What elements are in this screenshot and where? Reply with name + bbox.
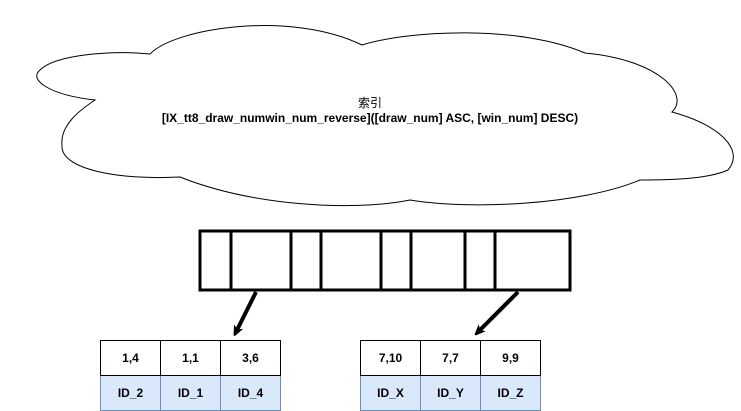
leaf-key-cell: 1,1 — [160, 340, 221, 376]
leaf-key-cell: 9,9 — [480, 340, 541, 376]
leaf-id-cell: ID_Y — [420, 375, 481, 411]
leaf-key-cell: 3,6 — [220, 340, 281, 376]
index-page — [198, 229, 572, 292]
leaf-page-left: 1,4 1,1 3,6 ID_2 ID_1 ID_4 — [100, 340, 281, 411]
leaf-key-cell: 7,7 — [420, 340, 481, 376]
leaf-page-right: 7,10 7,7 9,9 ID_X ID_Y ID_Z — [360, 340, 541, 411]
leaf-id-cell: ID_1 — [160, 375, 221, 411]
leaf-key-cell: 7,10 — [360, 340, 421, 376]
leaf-id-cell: ID_X — [360, 375, 421, 411]
leaf-key-cell: 1,4 — [100, 340, 161, 376]
pointer-arrow-right — [478, 290, 520, 332]
index-cloud — [36, 25, 734, 207]
leaf-ids-row: ID_X ID_Y ID_Z — [360, 375, 541, 411]
leaf-id-cell: ID_4 — [220, 375, 281, 411]
leaf-id-cell: ID_Z — [480, 375, 541, 411]
leaf-keys-row: 7,10 7,7 9,9 — [360, 340, 541, 376]
pointer-arrow-left — [236, 291, 258, 332]
cloud-subtitle: [IX_tt8_draw_numwin_num_reverse]([draw_n… — [161, 111, 579, 125]
cloud-title: 索引 — [357, 96, 382, 110]
leaf-id-cell: ID_2 — [100, 375, 161, 411]
leaf-ids-row: ID_2 ID_1 ID_4 — [100, 375, 281, 411]
leaf-keys-row: 1,4 1,1 3,6 — [100, 340, 281, 376]
